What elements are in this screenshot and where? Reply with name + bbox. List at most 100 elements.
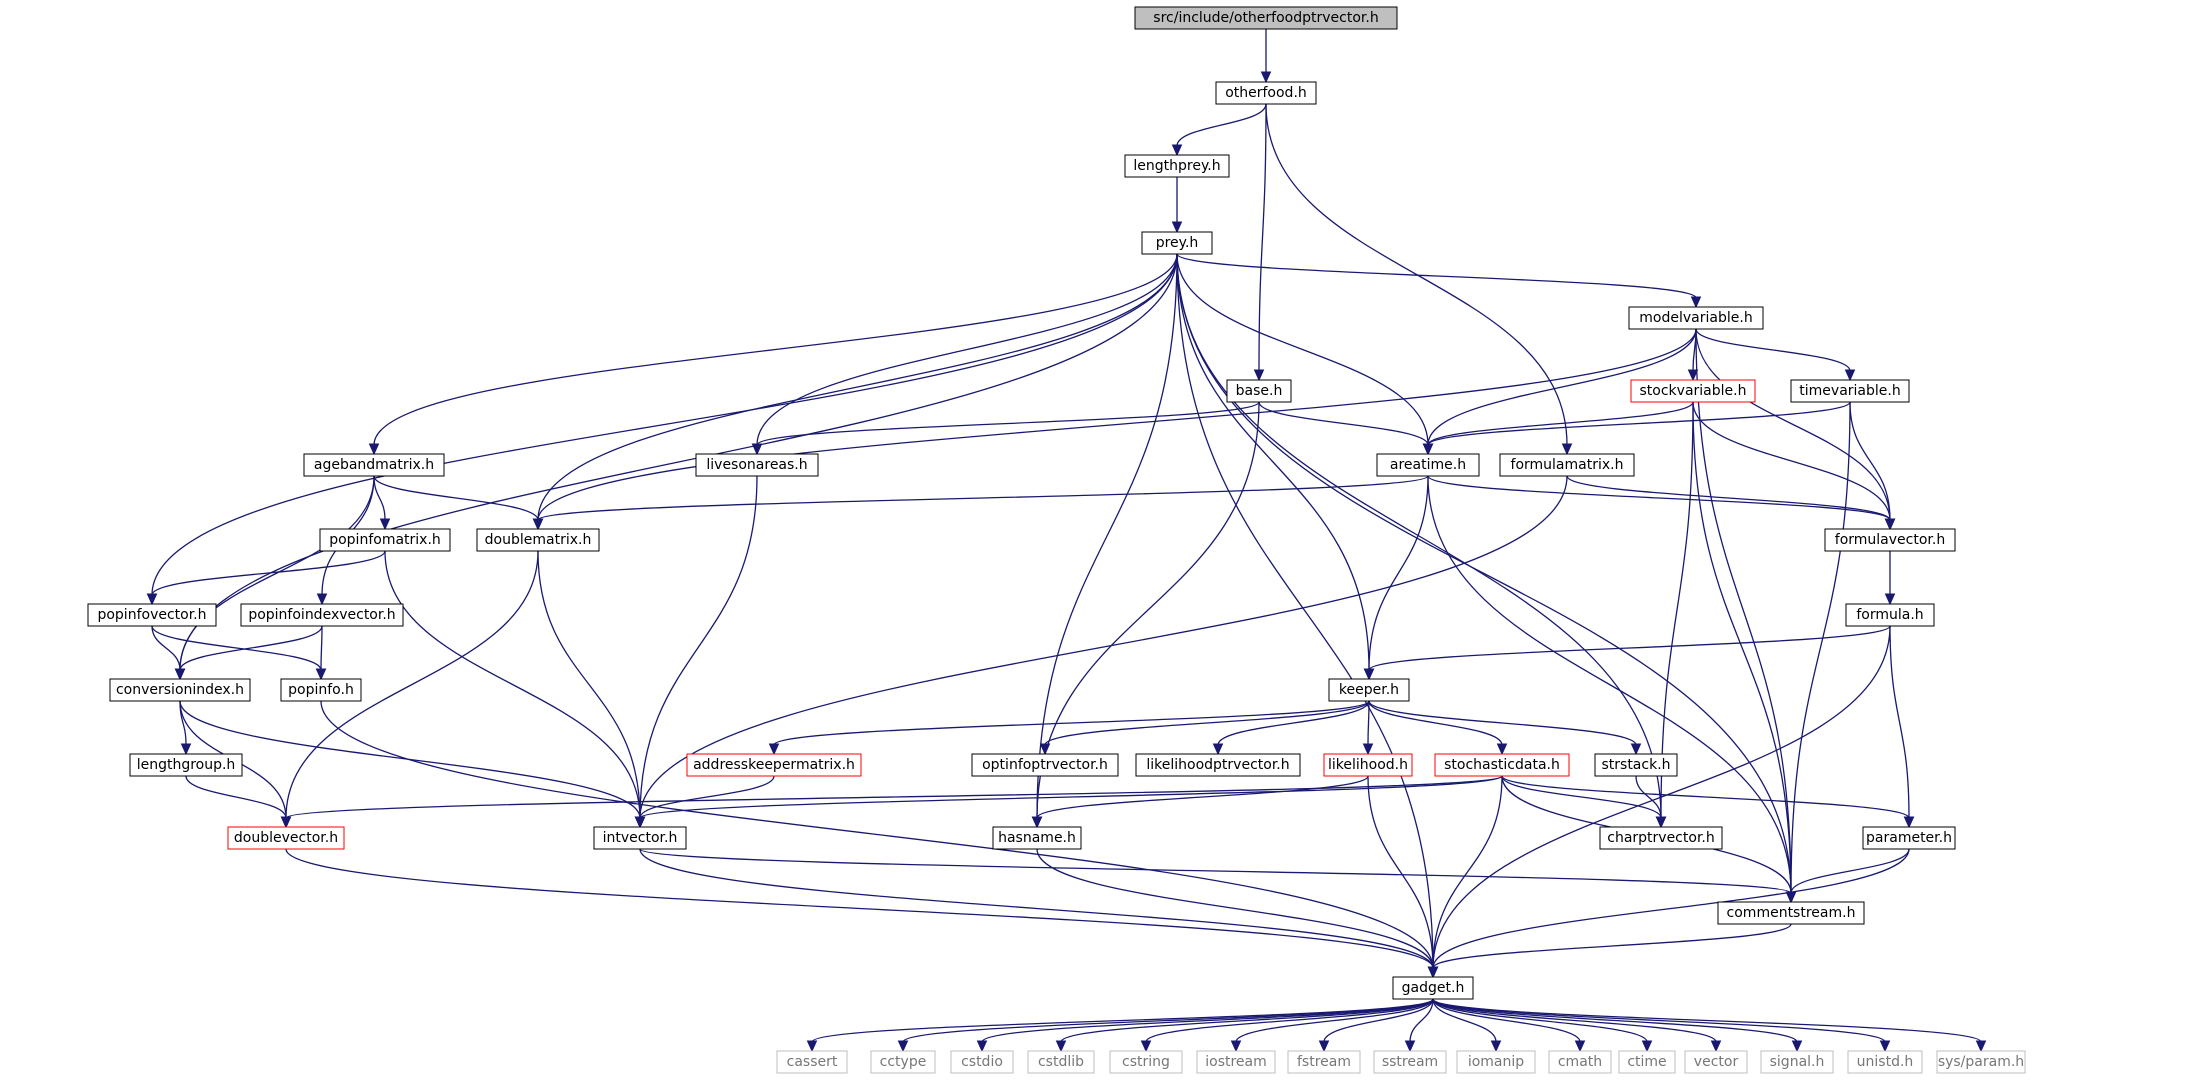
edge-prey-to-modelvariable: [1176, 253, 1702, 309]
node-label: livesonareas.h: [706, 457, 807, 473]
node-box: [1717, 901, 1865, 925]
node-base[interactable]: base.h: [1226, 379, 1292, 403]
node-label: unistd.h: [1857, 1054, 1914, 1070]
node-formulamatrix[interactable]: formulamatrix.h: [1499, 453, 1635, 477]
node-box: [1328, 678, 1410, 702]
node-label: stochasticdata.h: [1444, 757, 1560, 773]
node-stochasticdata[interactable]: stochasticdata.h: [1434, 753, 1570, 777]
node-strstack[interactable]: strstack.h: [1594, 753, 1678, 777]
node-box: [1434, 753, 1570, 777]
node-label: cctype: [880, 1054, 927, 1070]
node-keeper[interactable]: keeper.h: [1328, 678, 1410, 702]
node-timevariable[interactable]: timevariable.h: [1790, 379, 1910, 403]
node-popinfovector[interactable]: popinfovector.h: [87, 603, 217, 627]
node-label: popinfo.h: [288, 682, 354, 698]
edge-stochasticdata-to-parameter: [1501, 775, 1915, 829]
node-label: agebandmatrix.h: [314, 457, 434, 473]
node-doublematrix[interactable]: doublematrix.h: [476, 528, 600, 552]
edge-otherfood-to-lengthprey: [1171, 103, 1267, 157]
edge-gadget-to-signal: [1432, 998, 1803, 1053]
edge-gadget-to-cassert: [806, 998, 1434, 1053]
node-label: signal.h: [1770, 1054, 1825, 1070]
edge-stochasticdata-to-intvector: [634, 775, 1503, 829]
edge-popinfo-to-gadget: [320, 700, 1439, 979]
edge-formulamatrix-to-formulavector: [1566, 475, 1896, 531]
edge-doublematrix-to-intvector: [537, 550, 646, 829]
node-box: [1862, 826, 1956, 850]
node-box: [686, 753, 862, 777]
node-modelvariable[interactable]: modelvariable.h: [1628, 306, 1764, 330]
node-formulavector[interactable]: formulavector.h: [1824, 528, 1956, 552]
node-label: charptrvector.h: [1607, 830, 1714, 846]
edge-keeper-to-likelihoodptrvector: [1212, 700, 1370, 756]
node-parameter[interactable]: parameter.h: [1862, 826, 1956, 850]
node-label: lengthgroup.h: [137, 757, 236, 773]
node-label: popinfomatrix.h: [329, 532, 441, 548]
edge-agebandmatrix-to-conversionindex: [174, 475, 375, 681]
node-label: lengthprey.h: [1133, 158, 1220, 174]
edge-gadget-to-cctype: [897, 998, 1434, 1053]
node-otherfoodptrvector[interactable]: src/include/otherfoodptrvector.h: [1134, 6, 1398, 30]
node-label: hasname.h: [998, 830, 1076, 846]
node-livesonareas[interactable]: livesonareas.h: [695, 453, 819, 477]
edge-gadget-to-sysparam: [1432, 998, 1987, 1053]
node-lengthprey[interactable]: lengthprey.h: [1124, 154, 1230, 178]
node-hasname[interactable]: hasname.h: [992, 826, 1082, 850]
edge-lengthprey-to-prey: [1171, 177, 1183, 234]
node-box: [1287, 1050, 1361, 1074]
node-gadget[interactable]: gadget.h: [1392, 976, 1474, 1000]
node-formula[interactable]: formula.h: [1845, 603, 1935, 627]
node-box: [695, 453, 819, 477]
node-likelihoodptrvector[interactable]: likelihoodptrvector.h: [1135, 753, 1301, 777]
node-popinfomatrix[interactable]: popinfomatrix.h: [319, 528, 451, 552]
node-box: [1215, 81, 1317, 105]
node-label: sys/param.h: [1938, 1054, 2024, 1070]
node-label: base.h: [1236, 383, 1283, 399]
node-sstream: sstream: [1373, 1050, 1447, 1074]
node-popinfo[interactable]: popinfo.h: [280, 678, 362, 702]
edge-modelvariable-to-timevariable: [1695, 328, 1856, 382]
edge-base-to-livesonareas: [751, 401, 1260, 456]
node-otherfood[interactable]: otherfood.h: [1215, 81, 1317, 105]
node-conversionindex[interactable]: conversionindex.h: [109, 678, 251, 702]
node-areatime[interactable]: areatime.h: [1376, 453, 1480, 477]
edge-otherfood-to-base: [1253, 103, 1267, 382]
node-label: popinfoindexvector.h: [248, 607, 395, 623]
node-label: fstream: [1297, 1054, 1351, 1070]
node-label: doublevector.h: [234, 830, 338, 846]
node-label: cassert: [787, 1054, 838, 1070]
edge-areatime-to-doublematrix: [532, 475, 1429, 531]
node-label: optinfoptrvector.h: [982, 757, 1108, 773]
node-intvector[interactable]: intvector.h: [593, 826, 687, 850]
node-popinfoindexvector[interactable]: popinfoindexvector.h: [240, 603, 404, 627]
edge-gadget-to-cstdio: [976, 998, 1434, 1053]
edge-formula-to-keeper: [1363, 625, 1891, 681]
edge-gadget-to-fstream: [1318, 998, 1434, 1053]
node-box: [1373, 1050, 1447, 1074]
node-agebandmatrix[interactable]: agebandmatrix.h: [303, 453, 445, 477]
node-lengthgroup[interactable]: lengthgroup.h: [129, 753, 243, 777]
edge-prey-to-areatime: [1176, 253, 1434, 456]
node-cstring: cstring: [1109, 1050, 1183, 1074]
node-box: [1323, 753, 1413, 777]
edge-keeper-to-strstack: [1368, 700, 1642, 756]
edge-areatime-to-keeper: [1363, 475, 1429, 681]
node-optinfoptrvector[interactable]: optinfoptrvector.h: [971, 753, 1119, 777]
node-box: [1618, 1050, 1676, 1074]
node-box: [950, 1050, 1014, 1074]
node-iomanip: iomanip: [1456, 1050, 1536, 1074]
node-cctype: cctype: [870, 1050, 936, 1074]
node-prey[interactable]: prey.h: [1141, 231, 1213, 255]
edge-modelvariable-to-formulavector: [1695, 328, 1896, 531]
node-label: addresskeepermatrix.h: [693, 757, 855, 773]
node-box: [1376, 453, 1480, 477]
node-likelihood[interactable]: likelihood.h: [1323, 753, 1413, 777]
node-box: [1124, 154, 1230, 178]
node-doublevector[interactable]: doublevector.h: [227, 826, 345, 850]
edge-gadget-to-vector: [1432, 998, 1722, 1053]
node-stockvariable[interactable]: stockvariable.h: [1630, 379, 1756, 403]
node-charptrvector[interactable]: charptrvector.h: [1599, 826, 1723, 850]
node-addresskeepermatrix[interactable]: addresskeepermatrix.h: [686, 753, 862, 777]
node-box: [1628, 306, 1764, 330]
node-commentstream[interactable]: commentstream.h: [1717, 901, 1865, 925]
